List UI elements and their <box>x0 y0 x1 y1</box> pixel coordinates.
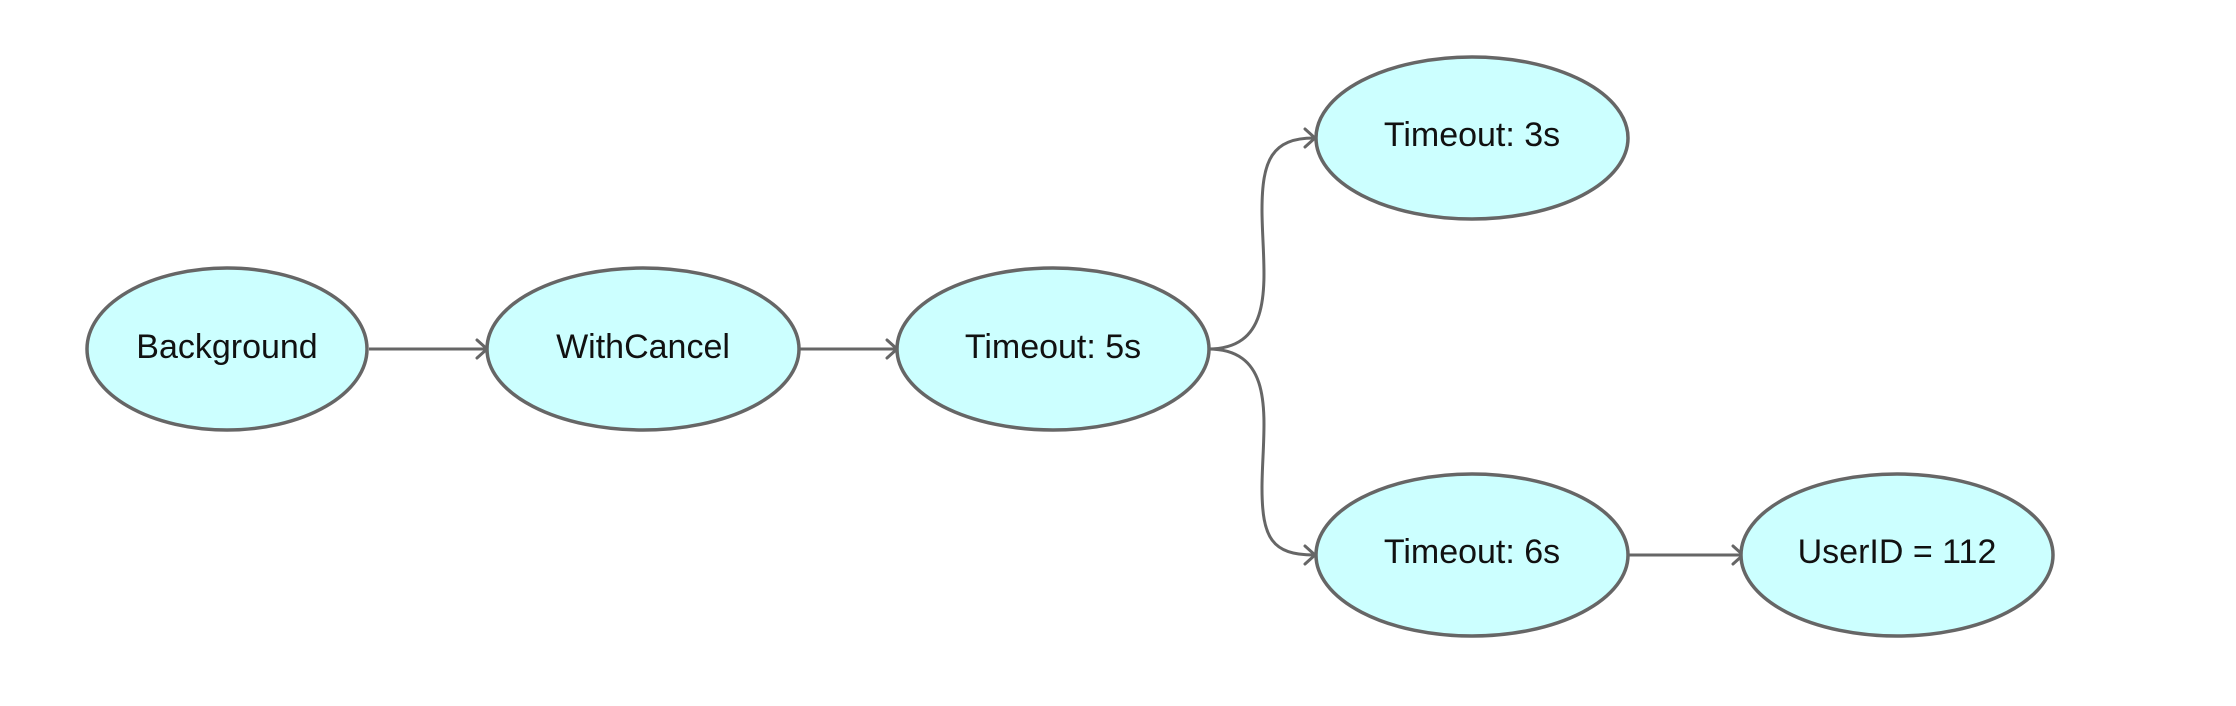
node-timeout-3s: Timeout: 3s <box>1314 55 1630 221</box>
node-label: Background <box>136 328 317 366</box>
node-timeout-6s: Timeout: 6s <box>1314 472 1630 638</box>
node-withcancel: WithCancel <box>485 266 801 432</box>
node-userid: UserID = 112 <box>1739 472 2055 638</box>
edge-timeout6-to-userid <box>1625 544 1745 566</box>
node-label: Timeout: 3s <box>1384 116 1560 154</box>
edge-timeout5-to-timeout6 <box>1207 347 1317 566</box>
node-label: WithCancel <box>556 328 730 366</box>
node-label: UserID = 112 <box>1798 533 1997 571</box>
node-timeout-5s: Timeout: 5s <box>895 266 1211 432</box>
node-label: Timeout: 5s <box>965 328 1141 366</box>
nodes: Background WithCancel Timeout: 5s Timeou… <box>85 55 2055 638</box>
node-background: Background <box>85 266 369 432</box>
edge-timeout5-to-timeout3 <box>1207 127 1317 351</box>
node-label: Timeout: 6s <box>1384 533 1560 571</box>
edge-background-to-withcancel <box>369 338 489 360</box>
edge-withcancel-to-timeout5 <box>797 338 899 360</box>
